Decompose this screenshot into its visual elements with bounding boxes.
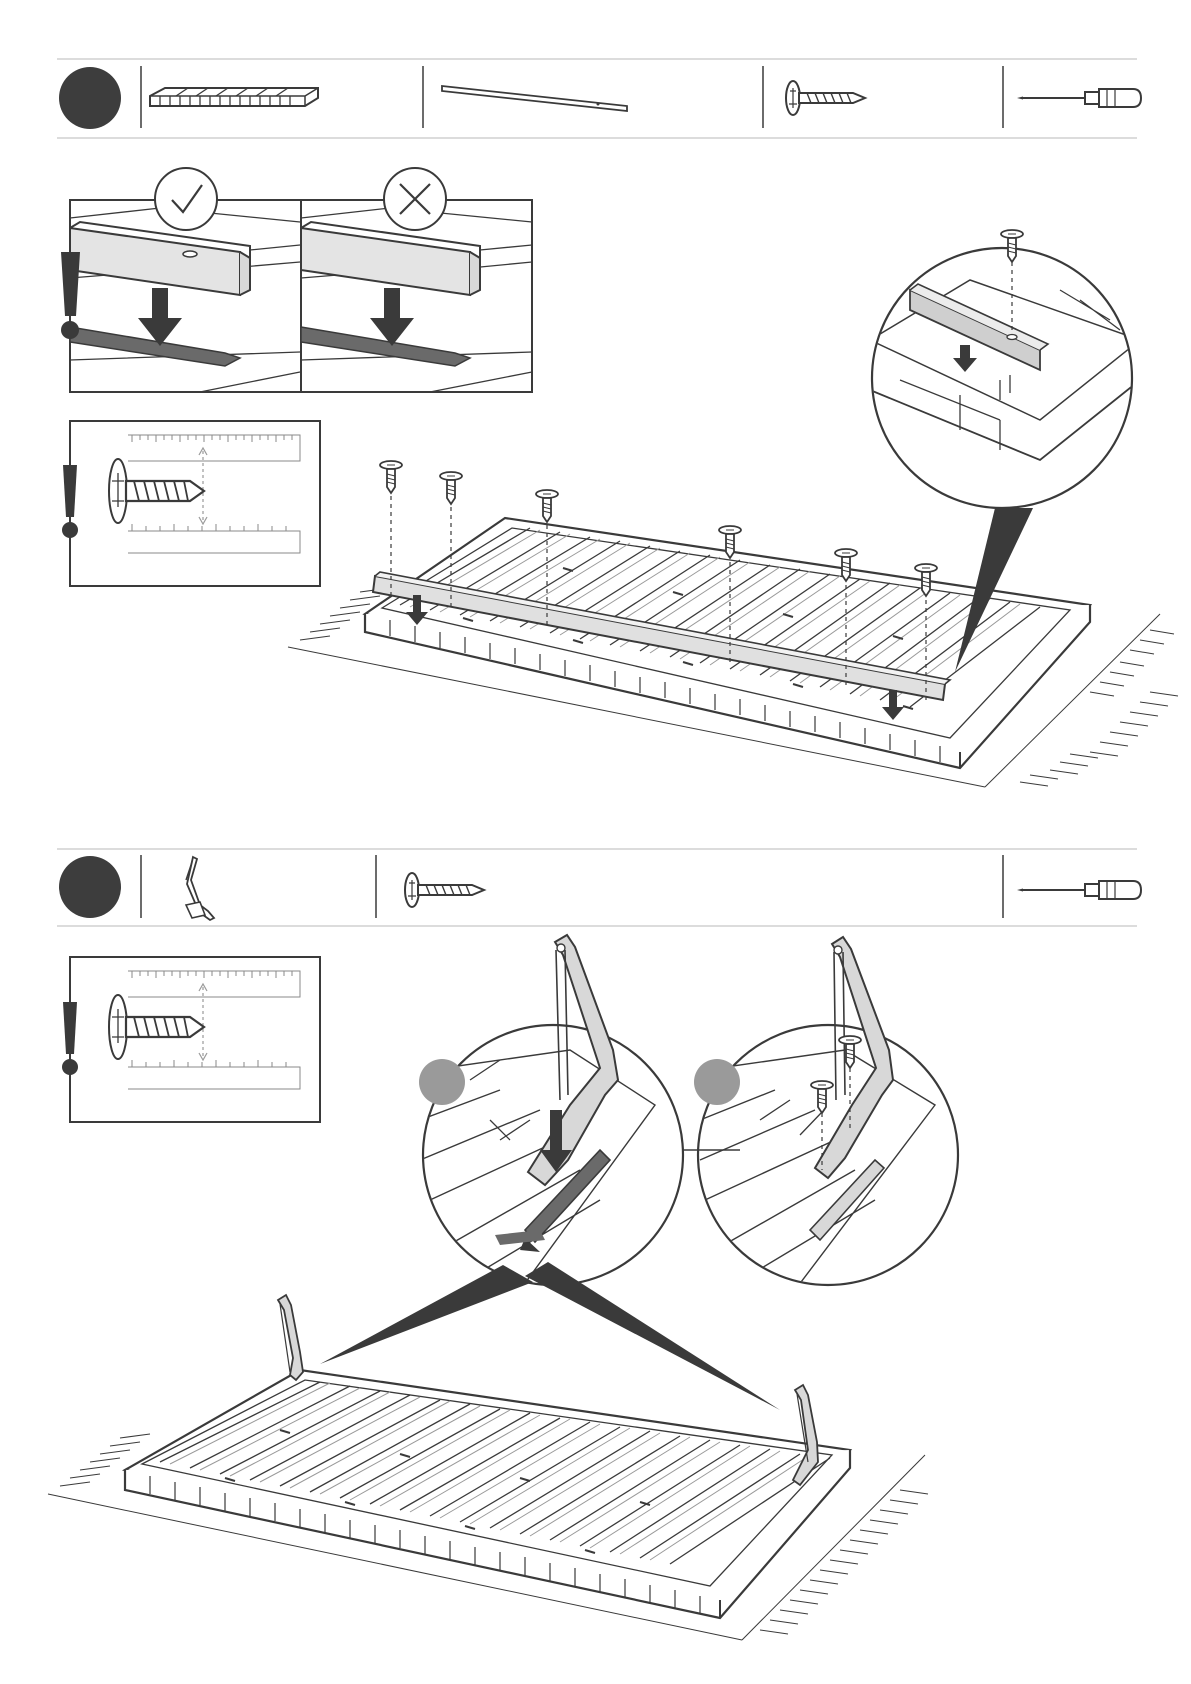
orientation-comparison — [61, 168, 532, 392]
wrong-cross-icon — [384, 168, 446, 230]
rail-detail-magnifier — [870, 230, 1140, 508]
screw-icon — [405, 873, 484, 907]
correct-check-icon — [155, 168, 217, 230]
screw-length-gauge — [70, 421, 320, 586]
rail-assembly-illustration — [288, 461, 1178, 787]
hinge-assembly-illustration — [48, 1295, 928, 1640]
screw-icon — [786, 81, 865, 115]
detail-badge-1 — [419, 1059, 465, 1105]
hinge-detail-magnifier-2 — [694, 937, 958, 1290]
slat-panel-icon — [150, 88, 318, 106]
screwdriver-icon — [1017, 881, 1141, 899]
step1-badge — [59, 67, 121, 129]
step2-parts-header — [57, 849, 1141, 926]
warning-icon — [61, 252, 80, 339]
hinge-bracket-icon — [186, 857, 214, 920]
metal-rail-icon — [442, 86, 627, 111]
hinge-detail-magnifier-1 — [419, 935, 683, 1290]
detail-badge-2 — [694, 1059, 740, 1105]
step1-parts-header — [57, 59, 1141, 138]
screwdriver-icon — [1017, 89, 1141, 107]
callout-cone-left — [320, 1265, 533, 1364]
screw-length-gauge — [70, 957, 320, 1122]
step2-badge — [59, 856, 121, 918]
callout-cone-right — [525, 1262, 780, 1410]
